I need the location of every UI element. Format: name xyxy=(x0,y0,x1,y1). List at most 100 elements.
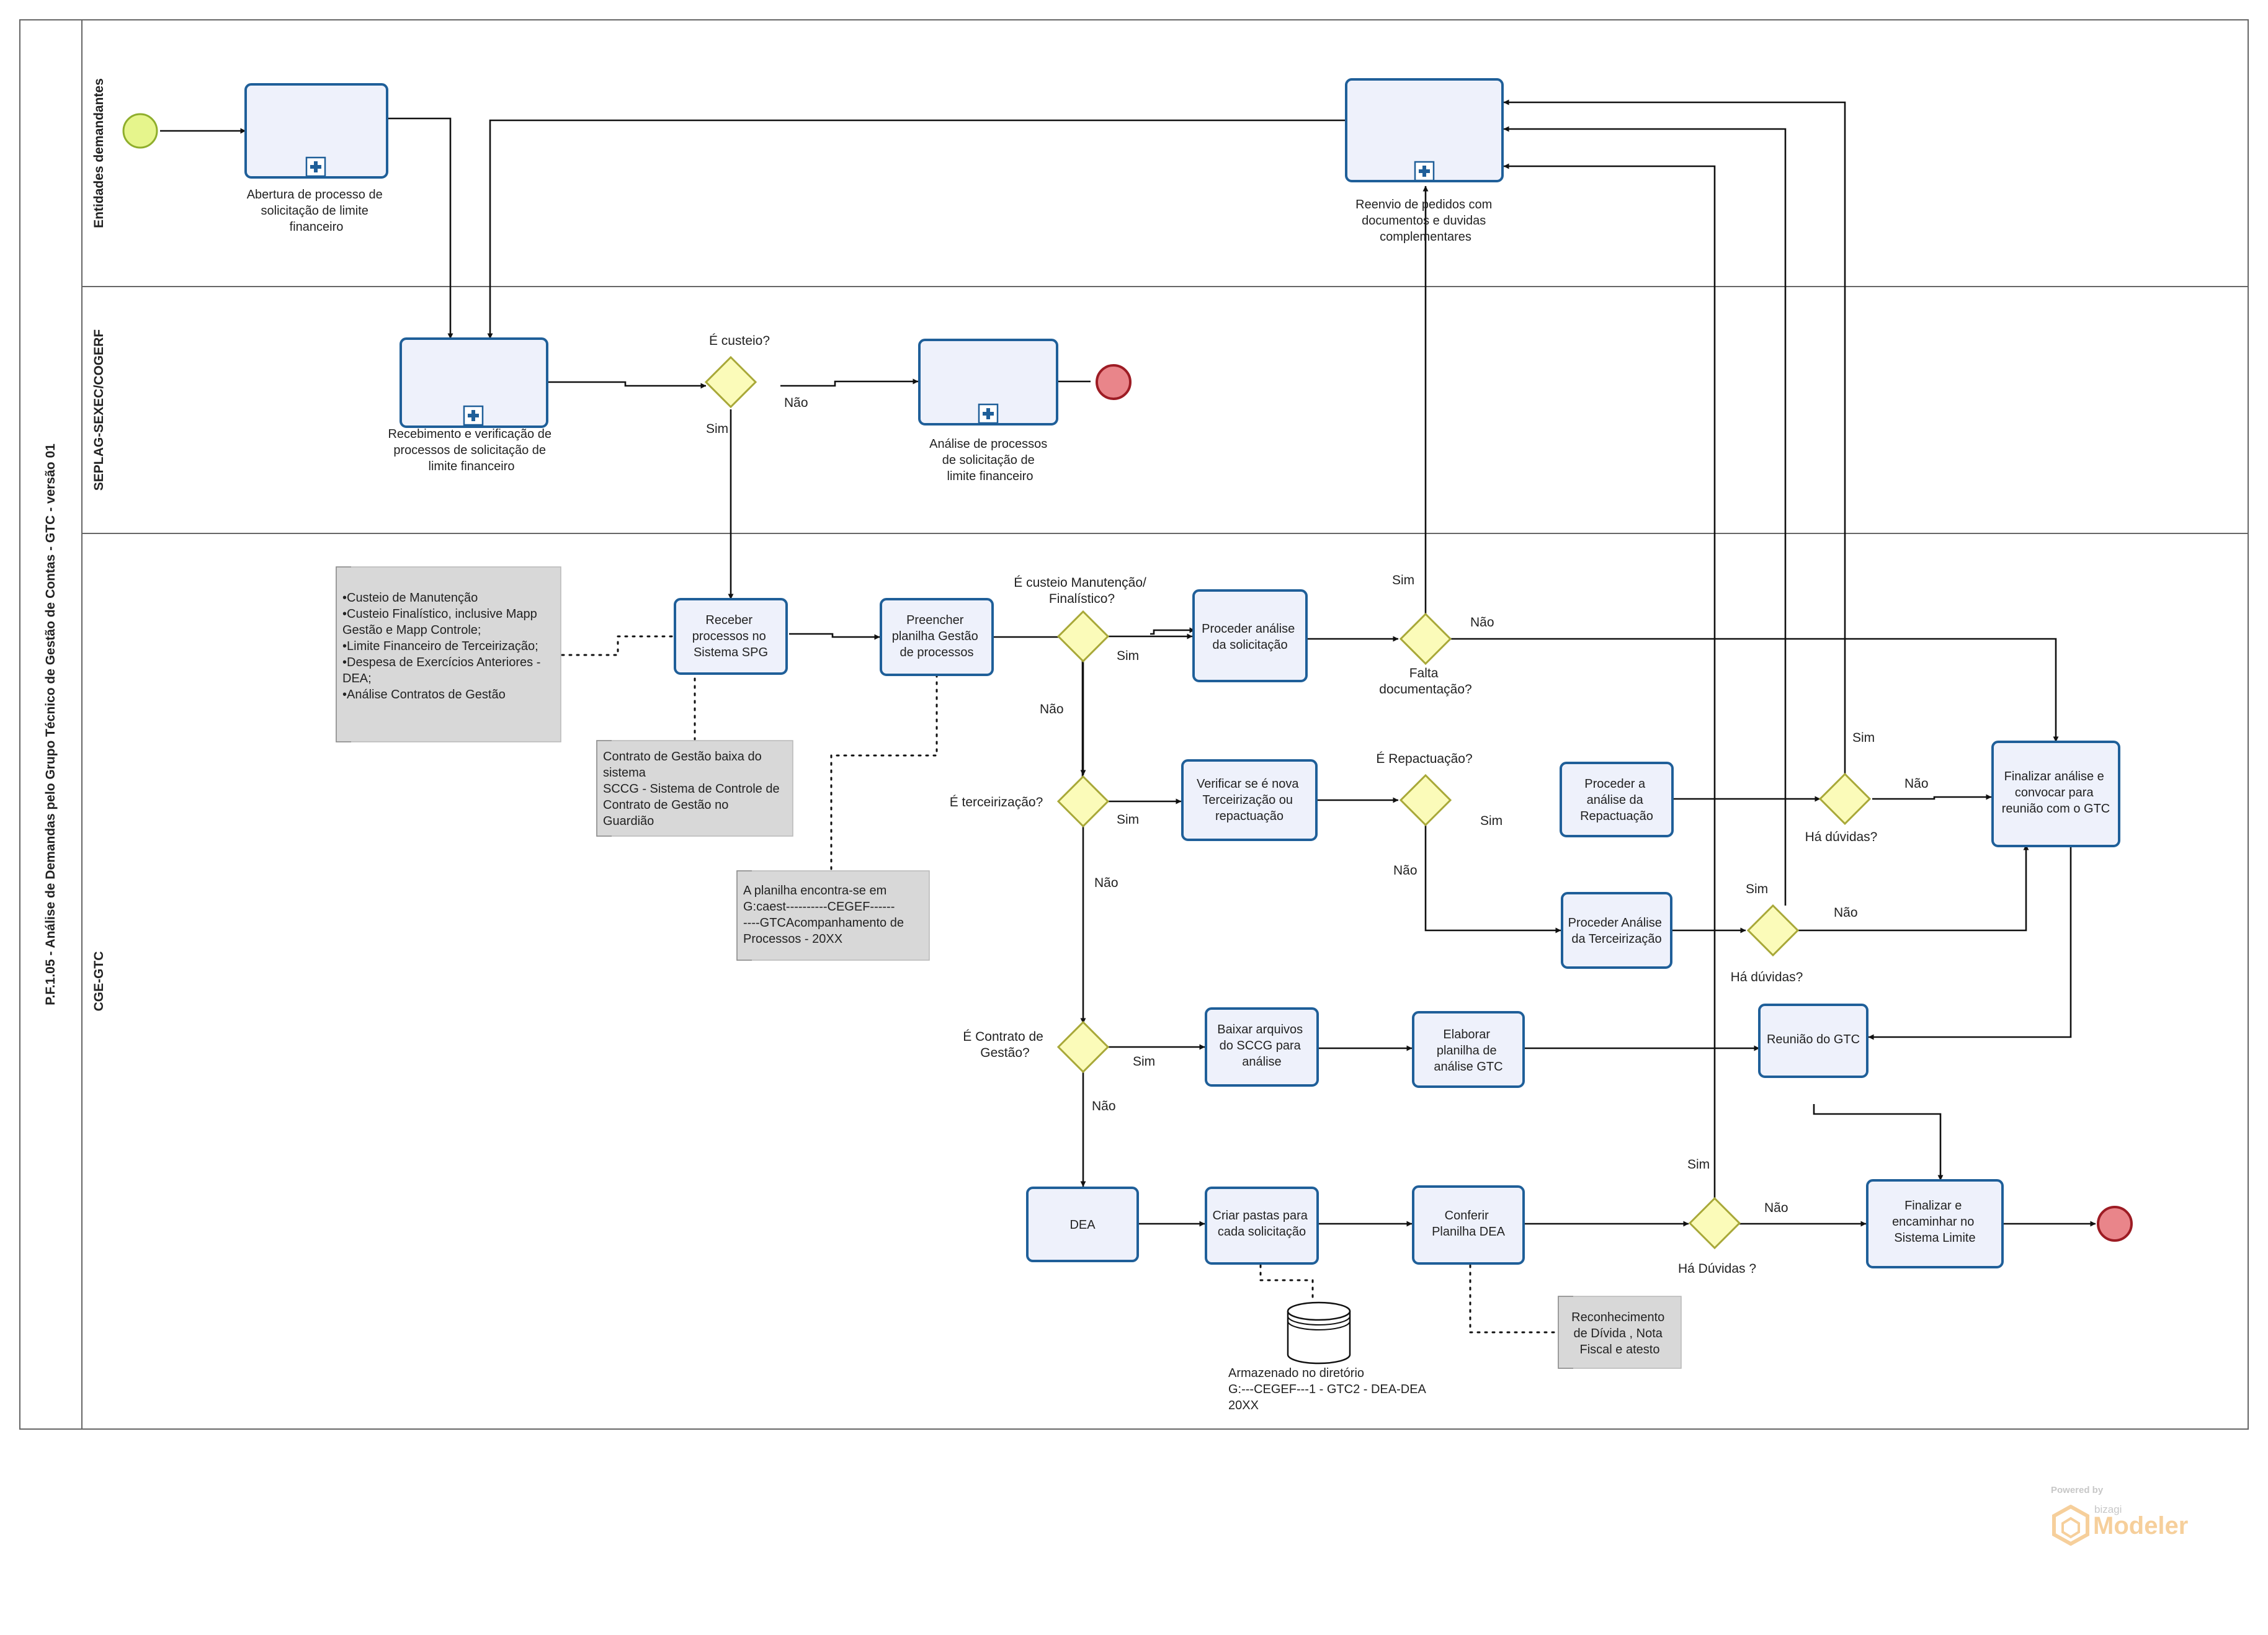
gateway-label: Gestão? xyxy=(980,1046,1029,1060)
annotation-text: Contrato de Gestão no xyxy=(603,798,728,812)
task-label: cada solicitação xyxy=(1218,1225,1306,1239)
task-label: Recebimento e verificação de xyxy=(388,427,551,441)
task-reenvio[interactable]: Reenvio de pedidos com documentos e duvi… xyxy=(1345,78,1504,244)
datastore-label: 20XX xyxy=(1228,1399,1259,1412)
subprocess-marker-icon xyxy=(463,405,484,426)
svg-text:É custeio Manutenção/ Fi: É custeio Manutenção/ Finalístico? xyxy=(1014,576,1150,606)
task-proceder-analise[interactable]: Proceder análise da solicitação xyxy=(1192,589,1308,682)
svg-text:Receber processos no: Receber processos no Sistema SPG xyxy=(692,613,770,659)
task-criar-pastas[interactable]: Criar pastas para cada solicitação xyxy=(1205,1187,1319,1265)
associations xyxy=(561,635,1560,1334)
task-elaborar-planilha[interactable]: Elaborar planilha de análise GTC xyxy=(1412,1011,1525,1088)
sequence-flows xyxy=(160,99,2096,1227)
annotation-text: ----GTCAcompanhamento de xyxy=(743,916,904,930)
flow-label-yes: Sim xyxy=(1746,882,1768,896)
task-label: Sistema Limite xyxy=(1894,1231,1975,1245)
gateway-terceirizacao[interactable]: É terceirização? xyxy=(950,775,1110,828)
flow-label-no: Não xyxy=(1094,876,1118,890)
task-analise-processos[interactable]: Análise de processos de solicitação de l… xyxy=(918,339,1058,483)
task-label: Abertura de processo de xyxy=(247,188,383,202)
svg-text:•Custeio de Manutenção •: •Custeio de Manutenção •Custeio Finalíst… xyxy=(342,591,544,702)
svg-text:Baixar arquivos do SCCG: Baixar arquivos do SCCG para análise xyxy=(1217,1023,1306,1069)
task-receber-processos[interactable]: Receber processos no Sistema SPG xyxy=(674,598,788,675)
task-label: da solicitação xyxy=(1212,638,1287,652)
end-event-final xyxy=(2097,1206,2133,1242)
task-recebimento[interactable]: Recebimento e verificação de processos d… xyxy=(388,337,555,473)
flow-label-no: Não xyxy=(1834,906,1858,920)
flow-label-no: Não xyxy=(1904,777,1929,791)
task-verificar-terceirizacao[interactable]: Verificar se é nova Terceirização ou rep… xyxy=(1181,759,1318,841)
gateway-label: Falta xyxy=(1409,666,1439,680)
annotation-text: •Custeio de Manutenção xyxy=(342,591,478,605)
task-label: Proceder análise xyxy=(1202,622,1295,636)
task-label: limite financeiro xyxy=(429,460,515,473)
task-abertura[interactable]: Abertura de processo de solicitação de l… xyxy=(244,83,388,234)
task-label: planilha Gestão xyxy=(892,630,978,643)
pool: P.F.1.05 - Análise de Demandas pelo Grup… xyxy=(19,19,2249,1430)
task-finalizar-analise[interactable]: Finalizar análise e convocar para reuniã… xyxy=(1991,741,2120,847)
flow-label-no: Não xyxy=(1092,1099,1116,1113)
task-label: Baixar arquivos xyxy=(1217,1023,1303,1036)
svg-text:Abertura de processo de: Abertura de processo de solicitação de l… xyxy=(247,188,386,234)
svg-text:Reunião do GTC: Reunião do GTC xyxy=(1767,1033,1860,1046)
lane-labels: Entidades demandantes SEPLAG-SEXEC/COGER… xyxy=(92,78,106,1011)
flow-label-yes: Sim xyxy=(1117,649,1139,663)
svg-text:Conferir Planilha DEA: Conferir Planilha DEA xyxy=(1432,1209,1506,1239)
task-label: encaminhar no xyxy=(1892,1215,1974,1229)
flow-labels: Sim Não Sim Não Sim Não Sim Não Sim Não … xyxy=(706,396,1929,1215)
flow-label-no: Não xyxy=(1040,702,1064,716)
gateway-ha-duvidas-2[interactable]: Há dúvidas? xyxy=(1731,904,1803,984)
task-label: Repactuação xyxy=(1580,809,1653,823)
gateway-ha-duvidas-dea[interactable]: Há Dúvidas ? xyxy=(1678,1196,1756,1276)
task-label: da Terceirização xyxy=(1571,932,1661,946)
svg-text:Preencher planilha Gestã: Preencher planilha Gestão de processos xyxy=(892,613,982,659)
task-label: análise da xyxy=(1587,793,1644,807)
task-label: repactuação xyxy=(1215,809,1284,823)
task-label: financeiro xyxy=(290,220,344,234)
svg-text:Finalizar análise e conv: Finalizar análise e convocar para reuniã… xyxy=(2002,770,2110,816)
svg-text:É Repactuação?: É Repactuação? xyxy=(1376,752,1472,766)
database-icon xyxy=(1287,1301,1351,1365)
gateway-repactuacao[interactable]: É Repactuação? xyxy=(1376,752,1473,827)
annotation-text: DEA; xyxy=(342,672,372,685)
gateway-custeio[interactable]: É custeio? xyxy=(704,334,770,409)
task-preencher-planilha[interactable]: Preencher planilha Gestão de processos xyxy=(880,598,994,676)
gateway-manutencao-finalistico[interactable]: É custeio Manutenção/ Finalístico? xyxy=(1014,576,1150,663)
annotation-text: Reconhecimento xyxy=(1571,1311,1664,1324)
annotation-text: Guardião xyxy=(603,814,654,828)
task-reuniao-gtc[interactable]: Reunião do GTC xyxy=(1758,1004,1868,1078)
gateway-label: Há dúvidas? xyxy=(1731,970,1803,984)
task-label: planilha de xyxy=(1437,1044,1497,1058)
annotation-text: Contrato de Gestão baixa do xyxy=(603,750,762,764)
subprocess-marker-icon xyxy=(1414,161,1435,182)
gateway-label: Há Dúvidas ? xyxy=(1678,1262,1756,1276)
task-proceder-terceirizacao[interactable]: Proceder Análise da Terceirização xyxy=(1561,892,1672,969)
svg-text:Proceder a análise da: Proceder a análise da Repactuação xyxy=(1580,777,1653,823)
task-label: Planilha DEA xyxy=(1432,1225,1506,1239)
task-proceder-repactuacao[interactable]: Proceder a análise da Repactuação xyxy=(1560,762,1674,837)
gateway-label: Há dúvidas? xyxy=(1805,830,1878,844)
flow-label-yes: Sim xyxy=(1480,814,1502,828)
end-event-seplag xyxy=(1096,364,1132,400)
annotation-text: G:caest----------CEGEF------ xyxy=(743,900,895,914)
gateway-ha-duvidas-1[interactable]: Há dúvidas? xyxy=(1805,772,1878,844)
task-label: complementares xyxy=(1380,230,1471,244)
task-label: do SCCG para xyxy=(1220,1039,1301,1053)
svg-text:Análise de processos de: Análise de processos de solicitação de l… xyxy=(929,437,1051,483)
flow-label-no: Não xyxy=(1393,863,1418,878)
task-label: processos no xyxy=(692,630,766,643)
flow-label-no: Não xyxy=(784,396,808,410)
task-finalizar-encaminhar[interactable]: Finalizar e encaminhar no Sistema Limite xyxy=(1866,1179,2004,1268)
svg-text:Proceder análise da soli: Proceder análise da solicitação xyxy=(1202,622,1298,652)
annotation-contrato-gestao: Contrato de Gestão baixa do sistema SCCG… xyxy=(596,740,793,837)
annotation-text: SCCG - Sistema de Controle de xyxy=(603,782,780,796)
gateway-contrato-gestao[interactable]: É Contrato de Gestão? xyxy=(963,1020,1110,1074)
task-baixar-arquivos[interactable]: Baixar arquivos do SCCG para análise xyxy=(1205,1007,1319,1087)
task-dea[interactable]: DEA xyxy=(1026,1187,1139,1262)
task-conferir-planilha[interactable]: Conferir Planilha DEA xyxy=(1412,1185,1525,1265)
svg-text:Contrato de Gestão baixa do: Contrato de Gestão baixa do sistema SCCG… xyxy=(603,750,783,828)
watermark-company: bizagi xyxy=(2094,1504,2122,1515)
flow-label-no: Não xyxy=(1470,615,1494,630)
gateway-falta-documentacao[interactable]: Falta documentação? xyxy=(1379,612,1472,697)
